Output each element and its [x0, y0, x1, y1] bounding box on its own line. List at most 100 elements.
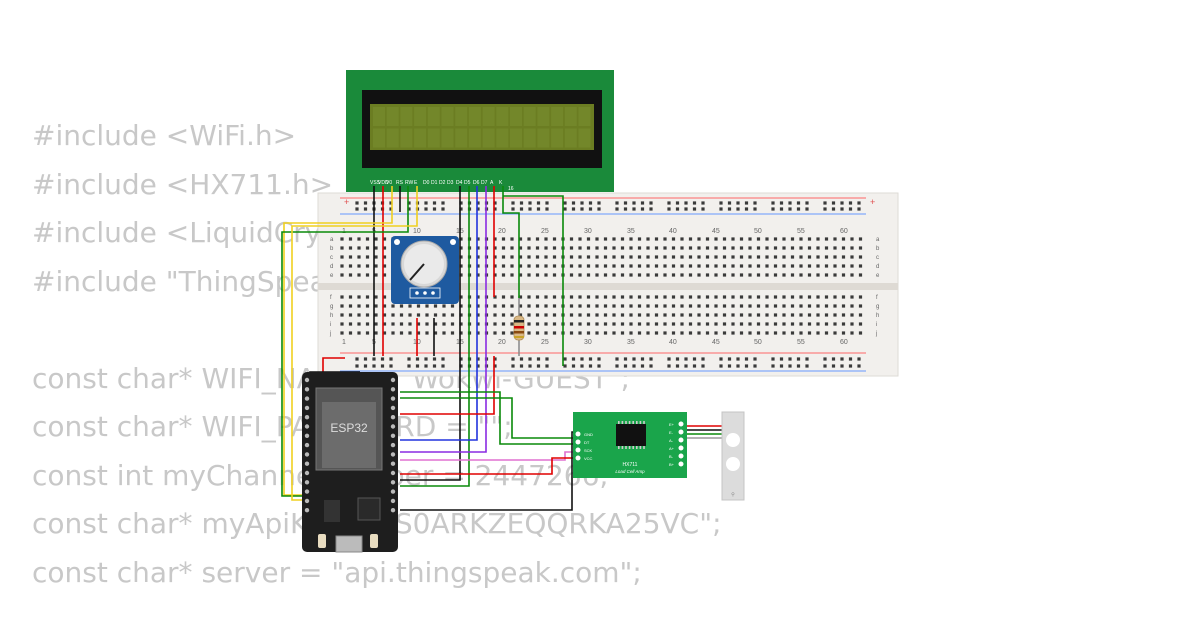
wire-green	[281, 186, 409, 497]
hx711-pin-label: B+	[669, 462, 675, 467]
lcd-pin-label: VDD	[378, 180, 389, 186]
wire-yellow	[283, 186, 393, 496]
wire-green	[400, 391, 576, 445]
lcd-pin-label: RW	[405, 180, 414, 186]
wires	[281, 186, 728, 511]
hx711-pin-label: A+	[669, 446, 675, 451]
wire-blue	[400, 186, 478, 441]
resistor[interactable]	[513, 296, 525, 356]
column-number: 20	[498, 339, 506, 346]
lcd-pin-label: D3	[447, 180, 454, 186]
hx711-pin-label: E-	[669, 430, 674, 435]
wire-red	[400, 356, 495, 415]
row-letter: c	[330, 255, 333, 261]
column-number: 25	[541, 339, 549, 346]
column-number: 60	[840, 228, 848, 235]
potentiometer[interactable]	[391, 236, 459, 304]
hx711-chip-legs	[618, 421, 645, 449]
wire-purple	[400, 186, 487, 453]
row-letter: j	[329, 331, 331, 337]
row-letter: b	[330, 246, 334, 252]
wire-pink	[400, 451, 576, 461]
column-number: 45	[712, 228, 720, 235]
column-number: 1	[342, 339, 346, 346]
row-letter: j	[875, 331, 877, 337]
column-number: 50	[754, 228, 762, 235]
wire-green	[503, 195, 564, 366]
lcd-pin-label: D6	[473, 180, 480, 186]
code-line: const char* server = "api.thingspeak.com…	[32, 555, 642, 589]
lcd-pin-label: A	[490, 180, 494, 186]
hx711-pin-label: VCC	[584, 456, 593, 461]
lcd-pin-label: D1	[431, 180, 438, 186]
row-letter: i	[330, 322, 331, 328]
row-letter: a	[330, 237, 334, 243]
column-number: 40	[669, 228, 677, 235]
lcd-pin-label: D2	[439, 180, 446, 186]
wire-red	[400, 457, 576, 475]
esp32-board[interactable]: ESP32	[302, 372, 398, 553]
row-letter: d	[330, 264, 333, 270]
column-number: 60	[840, 339, 848, 346]
hx711-pin-label: A-	[669, 438, 674, 443]
column-number: 25	[541, 228, 549, 235]
breadboard-labels: 1 5 10 15 20 25 30 35 40 45 50 55 60 1 5…	[329, 228, 880, 346]
wire-black	[400, 186, 461, 481]
hx711-pin-label: DT	[584, 440, 590, 445]
wire-red	[322, 357, 345, 372]
row-letter: i	[876, 322, 877, 328]
row-letter: d	[876, 264, 879, 270]
column-number: 10	[413, 228, 421, 235]
hx711-chip	[616, 424, 646, 446]
lcd-pin-label: D4	[456, 180, 463, 186]
row-letter: g	[330, 304, 333, 310]
code-line: #include <HX711.h>	[32, 167, 334, 201]
lcd-pin-label: E	[414, 180, 418, 186]
wire-green	[502, 186, 520, 298]
column-number: 20	[498, 228, 506, 235]
column-number: 55	[797, 339, 805, 346]
column-number: 30	[584, 339, 592, 346]
hx711-pin-label: SCK	[584, 448, 593, 453]
row-letter: g	[876, 304, 879, 310]
lcd-pin-label: RS	[396, 180, 404, 186]
row-letter: c	[876, 255, 879, 261]
row-letter: b	[876, 246, 880, 252]
esp32-label: ESP32	[330, 421, 368, 435]
hx711-pin-label: B-	[669, 454, 674, 459]
row-letter: f	[876, 295, 878, 301]
wire-green	[400, 397, 576, 439]
lcd-pin-number: 16	[508, 186, 514, 192]
svg-text:⚲: ⚲	[731, 492, 735, 498]
hx711-pin-label: GND	[584, 432, 593, 437]
lcd-character-grid	[373, 107, 591, 148]
row-letter: h	[876, 313, 879, 319]
column-number: 50	[754, 339, 762, 346]
lcd-pin-label: V0	[386, 180, 392, 186]
row-letter: e	[876, 273, 880, 279]
hx711-subtitle: Load Cell Amp	[615, 469, 645, 474]
hx711-title: HX711	[623, 462, 638, 468]
column-number: 30	[584, 228, 592, 235]
lcd-pin-label: K	[499, 180, 503, 186]
column-number: 55	[797, 228, 805, 235]
wire-yellow	[291, 186, 418, 501]
row-letter: a	[876, 237, 880, 243]
esp32-pins	[304, 377, 396, 513]
column-number: 40	[669, 339, 677, 346]
lcd-pin-label: D5	[464, 180, 471, 186]
load-cell[interactable]: ⚲	[721, 411, 745, 501]
lcd-pin-labels: VSS VDD V0 RS RW E D0 D1 D2 D3 D4 D5 D6 …	[370, 180, 514, 192]
lcd-pin-label: D0	[423, 180, 430, 186]
column-number: 35	[627, 339, 635, 346]
hx711-module[interactable]: GND DT SCK VCC E+ E- A- A+ B- B+ HX711 L…	[573, 412, 687, 478]
lcd-pin-label: VSS	[370, 180, 381, 186]
column-number: 35	[627, 228, 635, 235]
svg-text:+: +	[870, 197, 875, 207]
lcd-pin-label: D7	[481, 180, 488, 186]
svg-text:+: +	[344, 197, 349, 207]
lcd-display[interactable]: VSS VDD V0 RS RW E D0 D1 D2 D3 D4 D5 D6 …	[346, 70, 614, 192]
row-letter: f	[330, 295, 332, 301]
code-line: #include <WiFi.h>	[32, 119, 297, 152]
